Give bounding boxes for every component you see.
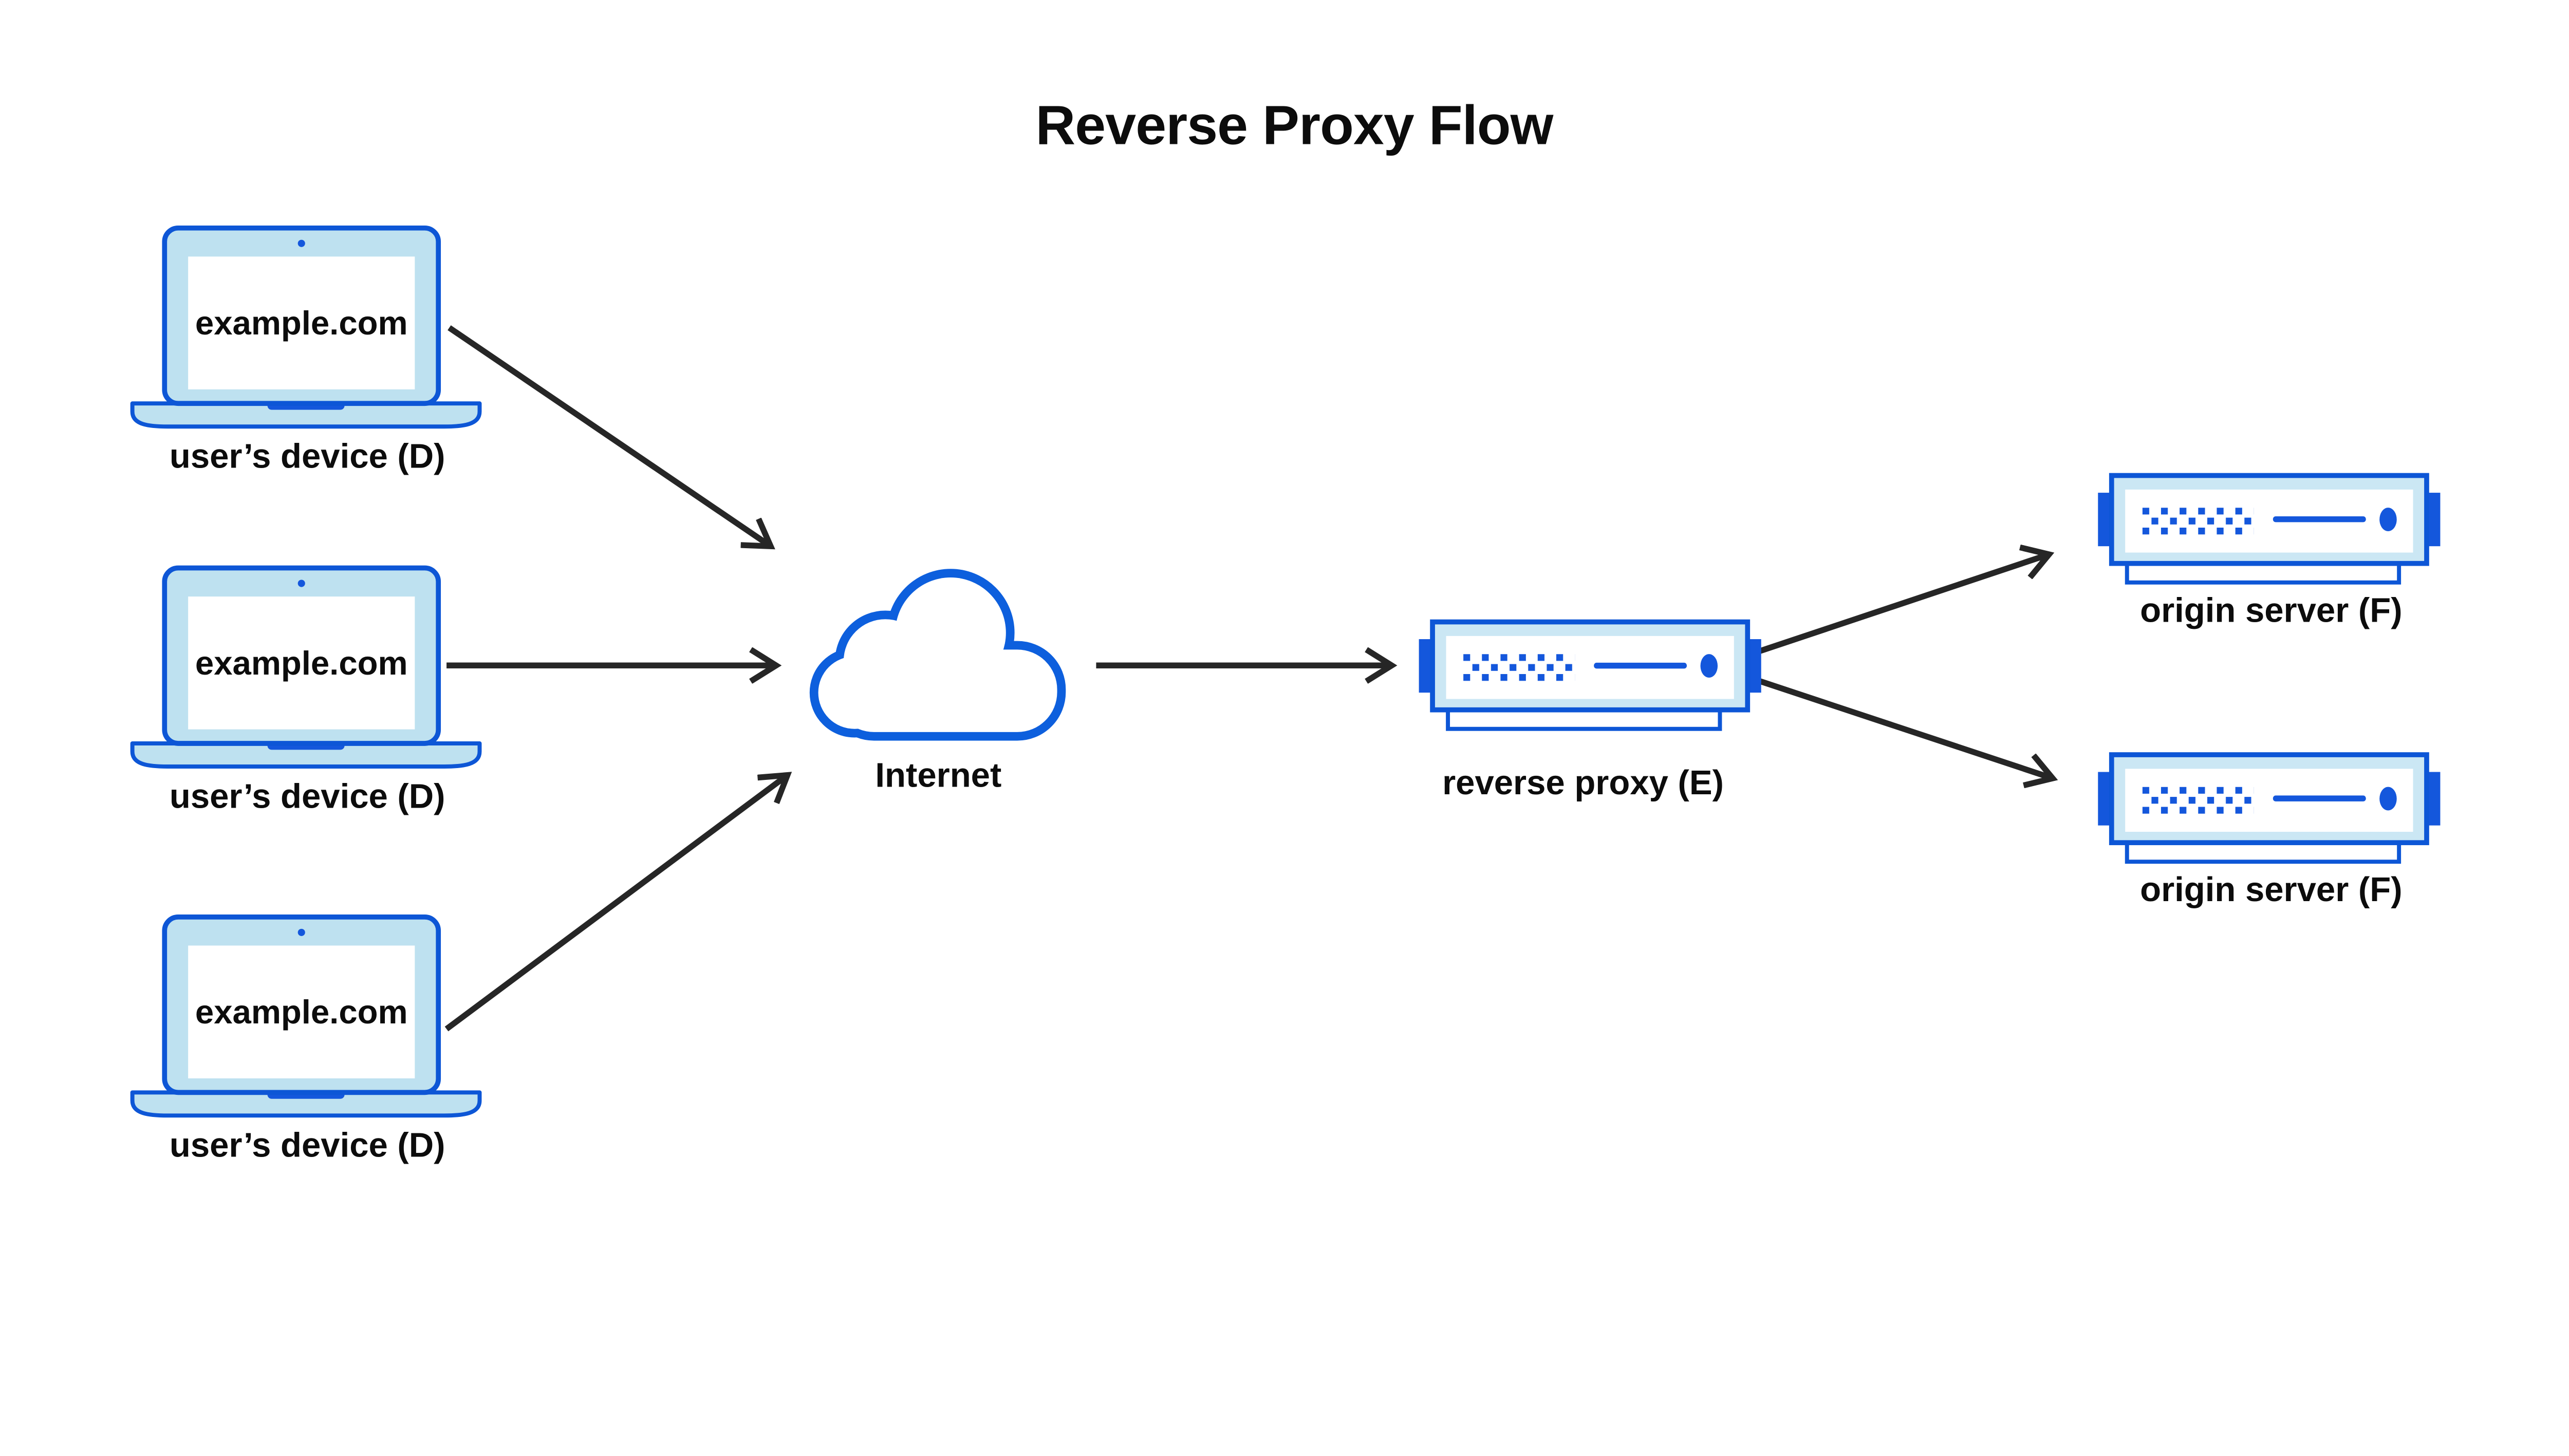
device-screen-url: example.com — [195, 304, 408, 342]
node-user-device-3: example.com user’s device (D) — [133, 917, 480, 1165]
server-icon — [2098, 476, 2440, 583]
arrow-device1-to-internet — [448, 325, 771, 546]
node-internet — [809, 569, 1066, 741]
page-title: Reverse Proxy Flow — [1035, 95, 1553, 156]
node-user-device-2: example.com user’s device (D) — [133, 568, 480, 815]
arrow-device3-to-internet — [444, 775, 787, 1032]
device-screen-url: example.com — [195, 993, 408, 1031]
device-screen-url: example.com — [195, 644, 408, 682]
internet-label: Internet — [875, 756, 1001, 795]
device-label: user’s device (D) — [170, 437, 445, 476]
arrow-proxy-to-origin1 — [1758, 554, 2049, 655]
server-icon — [1419, 622, 1761, 729]
device-label: user’s device (D) — [170, 1126, 445, 1165]
node-origin-server-2 — [2098, 755, 2440, 862]
device-label: user’s device (D) — [170, 777, 445, 815]
diagram-canvas: Reverse Proxy Flow example.com user’s de… — [129, 94, 2443, 1165]
node-origin-server-1 — [2098, 476, 2440, 583]
server-icon — [2098, 755, 2440, 862]
reverse-proxy-flow-diagram: Reverse Proxy Flow example.com user’s de… — [129, 94, 2443, 1165]
node-user-device-1: example.com user’s device (D) — [133, 228, 480, 476]
cloud-icon-fill — [818, 577, 1057, 732]
origin-server-1-label: origin server (F) — [2140, 591, 2402, 630]
node-reverse-proxy — [1419, 622, 1761, 729]
arrow-proxy-to-origin2 — [1758, 678, 2053, 778]
origin-server-2-label: origin server (F) — [2140, 870, 2402, 909]
reverse-proxy-label: reverse proxy (E) — [1442, 763, 1724, 802]
flow-arrows — [444, 325, 2053, 1032]
